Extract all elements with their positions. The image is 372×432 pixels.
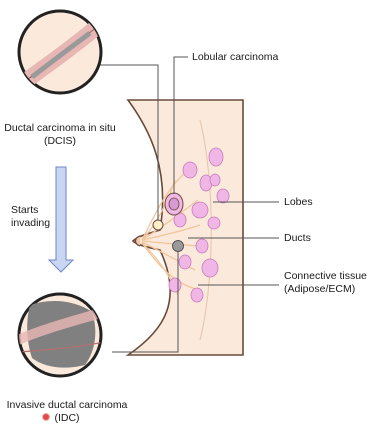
- lobes-label: Lobes: [284, 196, 313, 209]
- lobe: [169, 278, 181, 292]
- idc-label-line1: Invasive ductal carcinoma: [2, 399, 132, 412]
- lobular-carcinoma-core: [169, 198, 179, 210]
- dcis-marker: [153, 220, 163, 230]
- dcis-label-line2: (DCIS): [4, 135, 116, 148]
- connective-label-line1: Connective tissue: [284, 270, 367, 283]
- lobe: [192, 202, 208, 218]
- lobe: [202, 259, 218, 277]
- lobe: [209, 148, 223, 166]
- starts-invading-label: Starts invading: [11, 204, 50, 230]
- connective-tissue-label: Connective tissue (Adipose/ECM): [284, 270, 367, 296]
- dcis-inset: [19, 11, 105, 93]
- dcis-label: Ductal carcinoma in situ (DCIS): [4, 122, 116, 148]
- ducts-label: Ducts: [284, 232, 311, 245]
- idc-marker: [173, 241, 184, 252]
- lobe: [210, 174, 220, 186]
- starts-label-line1: Starts: [11, 204, 50, 217]
- breast-outline: [128, 100, 243, 355]
- lobe: [183, 162, 197, 178]
- lobe: [179, 255, 191, 269]
- nipple: [136, 236, 141, 246]
- lobe: [191, 288, 203, 302]
- lobe: [208, 217, 220, 229]
- lobular-carcinoma-label: Lobular carcinoma: [192, 51, 278, 64]
- dcis-label-line1: Ductal carcinoma in situ: [4, 122, 116, 135]
- idc-inset: [18, 294, 104, 376]
- down-arrow: [49, 167, 73, 272]
- idc-label: Invasive ductal carcinoma (IDC): [2, 399, 132, 425]
- lobe: [217, 189, 229, 203]
- connective-label-line2: (Adipose/ECM): [284, 283, 367, 296]
- idc-label-line2: (IDC): [2, 412, 132, 425]
- lobe: [196, 239, 208, 253]
- starts-label-line2: invading: [11, 217, 50, 230]
